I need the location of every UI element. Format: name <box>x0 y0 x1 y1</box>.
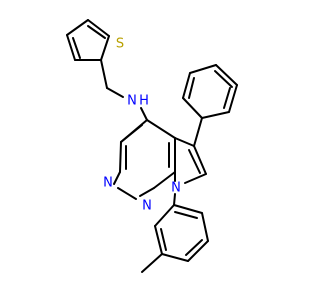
bond <box>201 111 230 119</box>
bond <box>120 124 143 143</box>
bond <box>154 225 163 255</box>
bond <box>146 119 176 139</box>
bond <box>100 35 110 61</box>
bond <box>87 25 106 39</box>
bond <box>119 141 122 173</box>
bond <box>117 187 137 200</box>
bond <box>113 171 121 185</box>
bond <box>193 145 207 175</box>
bond <box>140 107 148 121</box>
bond <box>154 204 175 227</box>
bond <box>189 64 217 74</box>
atom-label-amine-nitrogen: N <box>127 94 137 109</box>
bond <box>185 239 203 256</box>
bond <box>223 87 231 109</box>
bond <box>66 19 89 36</box>
atom-label-amine-hydrogen: H <box>139 94 149 109</box>
bond <box>173 193 176 206</box>
bond <box>72 37 81 59</box>
bond <box>87 19 110 37</box>
bond <box>106 87 124 98</box>
bond <box>100 59 108 89</box>
bond <box>184 173 207 184</box>
bond <box>215 64 238 86</box>
bond <box>161 253 189 262</box>
atom-labels: S N H N N N <box>103 37 181 214</box>
bond <box>201 212 209 242</box>
bond <box>188 77 195 99</box>
bond <box>214 70 233 88</box>
bond <box>174 211 198 219</box>
bond <box>160 228 167 251</box>
bond <box>153 171 176 189</box>
atom-label-pyrimidine-nitrogen-1: N <box>142 199 152 214</box>
bond <box>139 187 155 197</box>
bond <box>228 84 238 113</box>
bond <box>187 240 209 262</box>
bond <box>173 204 203 214</box>
atom-label-pyrimidine-nitrogen-3: N <box>103 176 113 191</box>
bond <box>141 253 163 273</box>
bonds <box>66 19 238 273</box>
bond <box>66 34 76 61</box>
bond <box>182 72 191 99</box>
chemical-structure-diagram: S N H N N N <box>66 19 238 273</box>
molecule-drawing: S N H N N N <box>66 19 238 273</box>
bond <box>188 149 201 174</box>
bond <box>182 97 203 119</box>
bond <box>193 117 203 147</box>
atom-label-pyrrole-nitrogen-7: N <box>171 181 181 196</box>
bond <box>174 137 195 147</box>
atom-label-sulfur: S <box>116 37 124 52</box>
